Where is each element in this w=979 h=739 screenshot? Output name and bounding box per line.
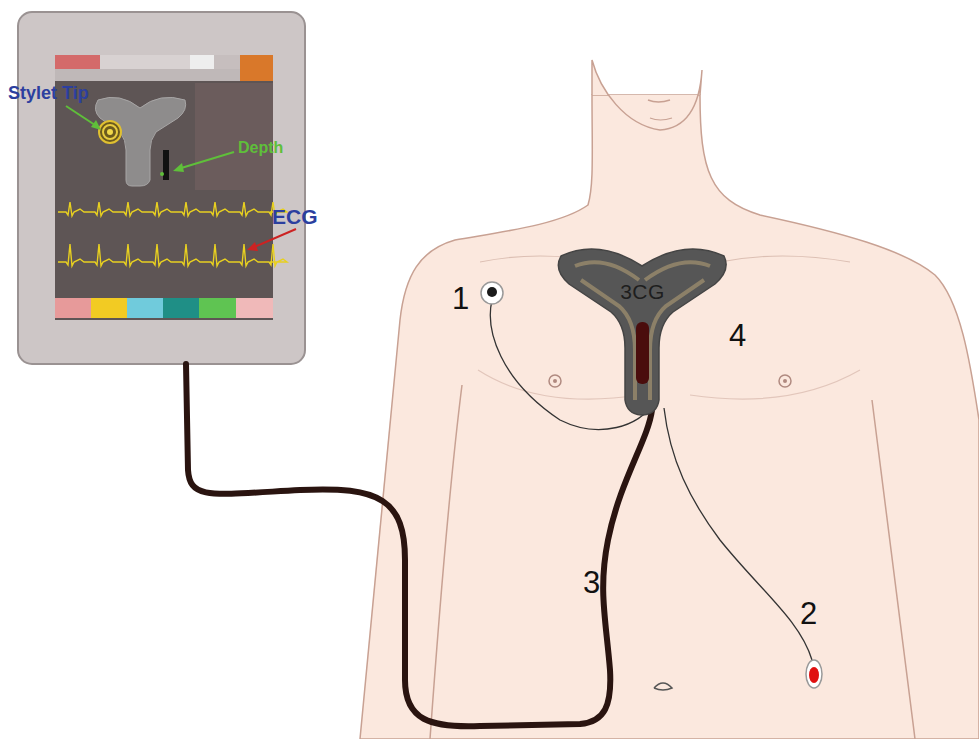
stylet-slot bbox=[636, 322, 649, 384]
right-nipple bbox=[779, 375, 791, 387]
right-underarm bbox=[872, 400, 915, 739]
callout-number: 1 bbox=[452, 283, 469, 314]
torso-skin bbox=[360, 95, 979, 739]
device-name: 3CG bbox=[555, 280, 730, 304]
depth-pointer-head bbox=[173, 163, 184, 172]
stylet-tip-ring-mid bbox=[103, 125, 117, 139]
mouth-line bbox=[648, 100, 670, 102]
chin-line bbox=[650, 118, 672, 120]
left-nipple bbox=[549, 375, 561, 387]
bottom-bar-cyan bbox=[127, 298, 163, 318]
monitor bbox=[18, 12, 305, 364]
top-bar-grey2 bbox=[214, 55, 240, 69]
screen-device-outline bbox=[95, 97, 185, 186]
callout-number: 2 bbox=[800, 598, 817, 629]
left-nipple-centre bbox=[553, 379, 557, 383]
pointer-label: ECG bbox=[272, 206, 318, 227]
bottom-bar-pink bbox=[55, 298, 91, 318]
pointer-label: Depth bbox=[238, 140, 283, 156]
left-underarm bbox=[430, 385, 462, 739]
callout-number: 3 bbox=[583, 567, 600, 598]
stylet-tip-ring-inner bbox=[107, 129, 113, 135]
top-bar-grey bbox=[100, 55, 190, 69]
top-bar-row2 bbox=[55, 69, 240, 81]
neck-face bbox=[592, 60, 702, 130]
callout-number: 4 bbox=[729, 320, 746, 351]
sensor-pad: 3CG bbox=[555, 240, 730, 418]
sensor-pad-shape bbox=[555, 240, 730, 418]
screen-panel bbox=[195, 83, 273, 190]
top-bar-white bbox=[190, 55, 214, 69]
ecg-pointer bbox=[252, 229, 296, 248]
electrode-2-snap bbox=[809, 667, 819, 683]
monitor-housing bbox=[18, 12, 305, 364]
pointer-label: Stylet Tip bbox=[8, 84, 89, 102]
patient-body bbox=[360, 60, 979, 739]
electrode-2 bbox=[806, 660, 822, 688]
ecg-traces bbox=[58, 202, 287, 266]
bottom-bar-green bbox=[199, 298, 236, 318]
stylet-pointer bbox=[66, 106, 98, 127]
sensor-pad-outline bbox=[558, 249, 726, 415]
depth-bar bbox=[163, 150, 169, 180]
stylet-tip-ring-outer bbox=[99, 121, 121, 143]
main-cable bbox=[186, 364, 652, 726]
right-pectoral bbox=[690, 370, 860, 399]
top-bar-orange bbox=[240, 55, 273, 81]
ecg-trace bbox=[58, 202, 287, 216]
electrode-1 bbox=[481, 282, 503, 304]
electrode-2-wire bbox=[664, 408, 812, 660]
bottom-bar-lightpink bbox=[236, 298, 273, 318]
right-clavicle bbox=[720, 256, 850, 262]
navel bbox=[654, 683, 672, 690]
stylet-pointer-head bbox=[91, 120, 101, 130]
right-nipple-centre bbox=[783, 379, 787, 383]
bottom-bar-yellow bbox=[91, 298, 127, 318]
depth-dot bbox=[160, 172, 164, 176]
top-bar-red bbox=[55, 55, 100, 69]
electrode-1-snap bbox=[487, 287, 497, 297]
left-pectoral bbox=[478, 370, 640, 399]
bottom-bar-teal bbox=[163, 298, 199, 318]
depth-pointer bbox=[178, 152, 234, 169]
ecg-pointer-head bbox=[247, 242, 258, 251]
